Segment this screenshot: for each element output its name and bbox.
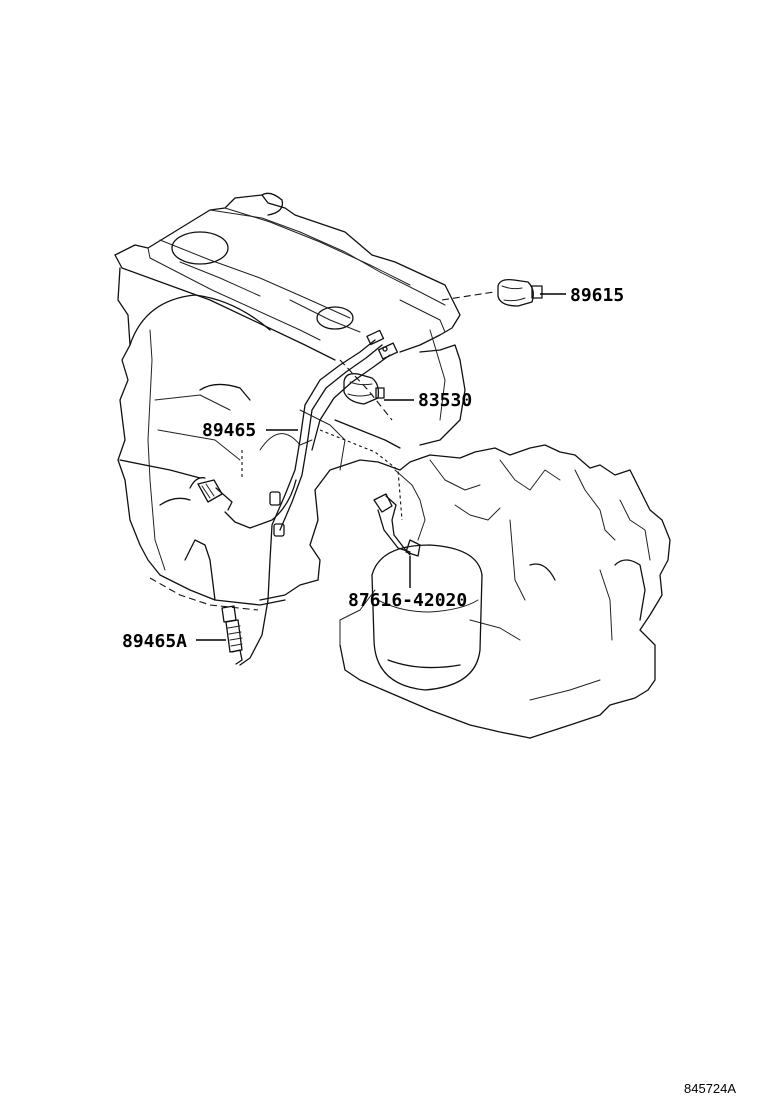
- figure-reference-id: 845724A: [684, 1081, 736, 1096]
- callout-89465[interactable]: 89465: [202, 420, 256, 441]
- callout-89465A[interactable]: 89465A: [122, 631, 187, 652]
- callout-89615[interactable]: 89615: [570, 285, 624, 306]
- callout-83530[interactable]: 83530: [418, 390, 472, 411]
- oil-pressure-switch-part: [343, 373, 385, 405]
- knock-sensor-part: [441, 278, 543, 307]
- lower-oxygen-sensor-part: [221, 605, 243, 665]
- sensor-harness: [189, 329, 399, 666]
- callout-87616-42020[interactable]: 87616-42020: [348, 590, 467, 611]
- transmission-sensor-part: [373, 493, 421, 557]
- engine-illustration: [114, 192, 671, 739]
